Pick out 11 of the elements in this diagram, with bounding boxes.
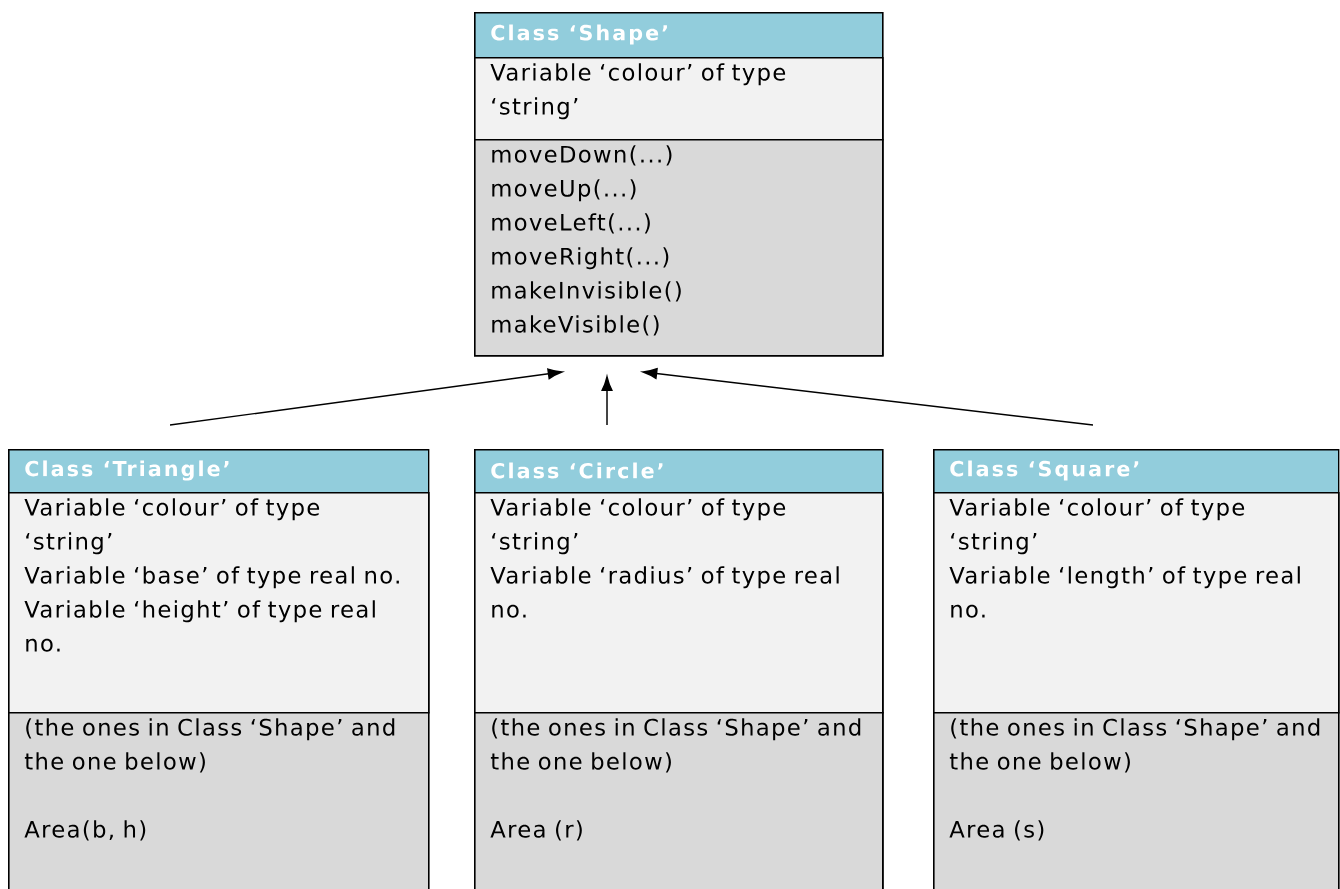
method-compartment: (the ones in Class ‘Shape’ and the one below) Area (s) bbox=[933, 712, 1340, 889]
attribute-compartment: Variable ‘colour’ of type ‘string’ bbox=[474, 57, 884, 141]
method-compartment: (the ones in Class ‘Shape’ and the one below) Area(b, h) bbox=[8, 712, 430, 889]
attribute-compartment: Variable ‘colour’ of type ‘string’ Variable ‘length’ of type real no. bbox=[933, 492, 1340, 714]
inheritance-arrow bbox=[642, 368, 1094, 426]
attribute-compartment: Variable ‘colour’ of type ‘string’ Variable ‘radius’ of type real no. bbox=[474, 492, 884, 714]
inheritance-arrow bbox=[169, 368, 563, 426]
inheritance-arrow bbox=[601, 376, 613, 426]
method-compartment: (the ones in Class ‘Shape’ and the one below) Area (r) bbox=[474, 712, 884, 889]
attribute-compartment: Variable ‘colour’ of type ‘string’ Variable ‘base’ of type real no. Variable ‘height’ of type real no. bbox=[8, 492, 430, 714]
method-compartment: moveDown(...) moveUp(...) moveLeft(...) moveRight(...) makeInvisible() makeVisible() bbox=[474, 139, 884, 357]
